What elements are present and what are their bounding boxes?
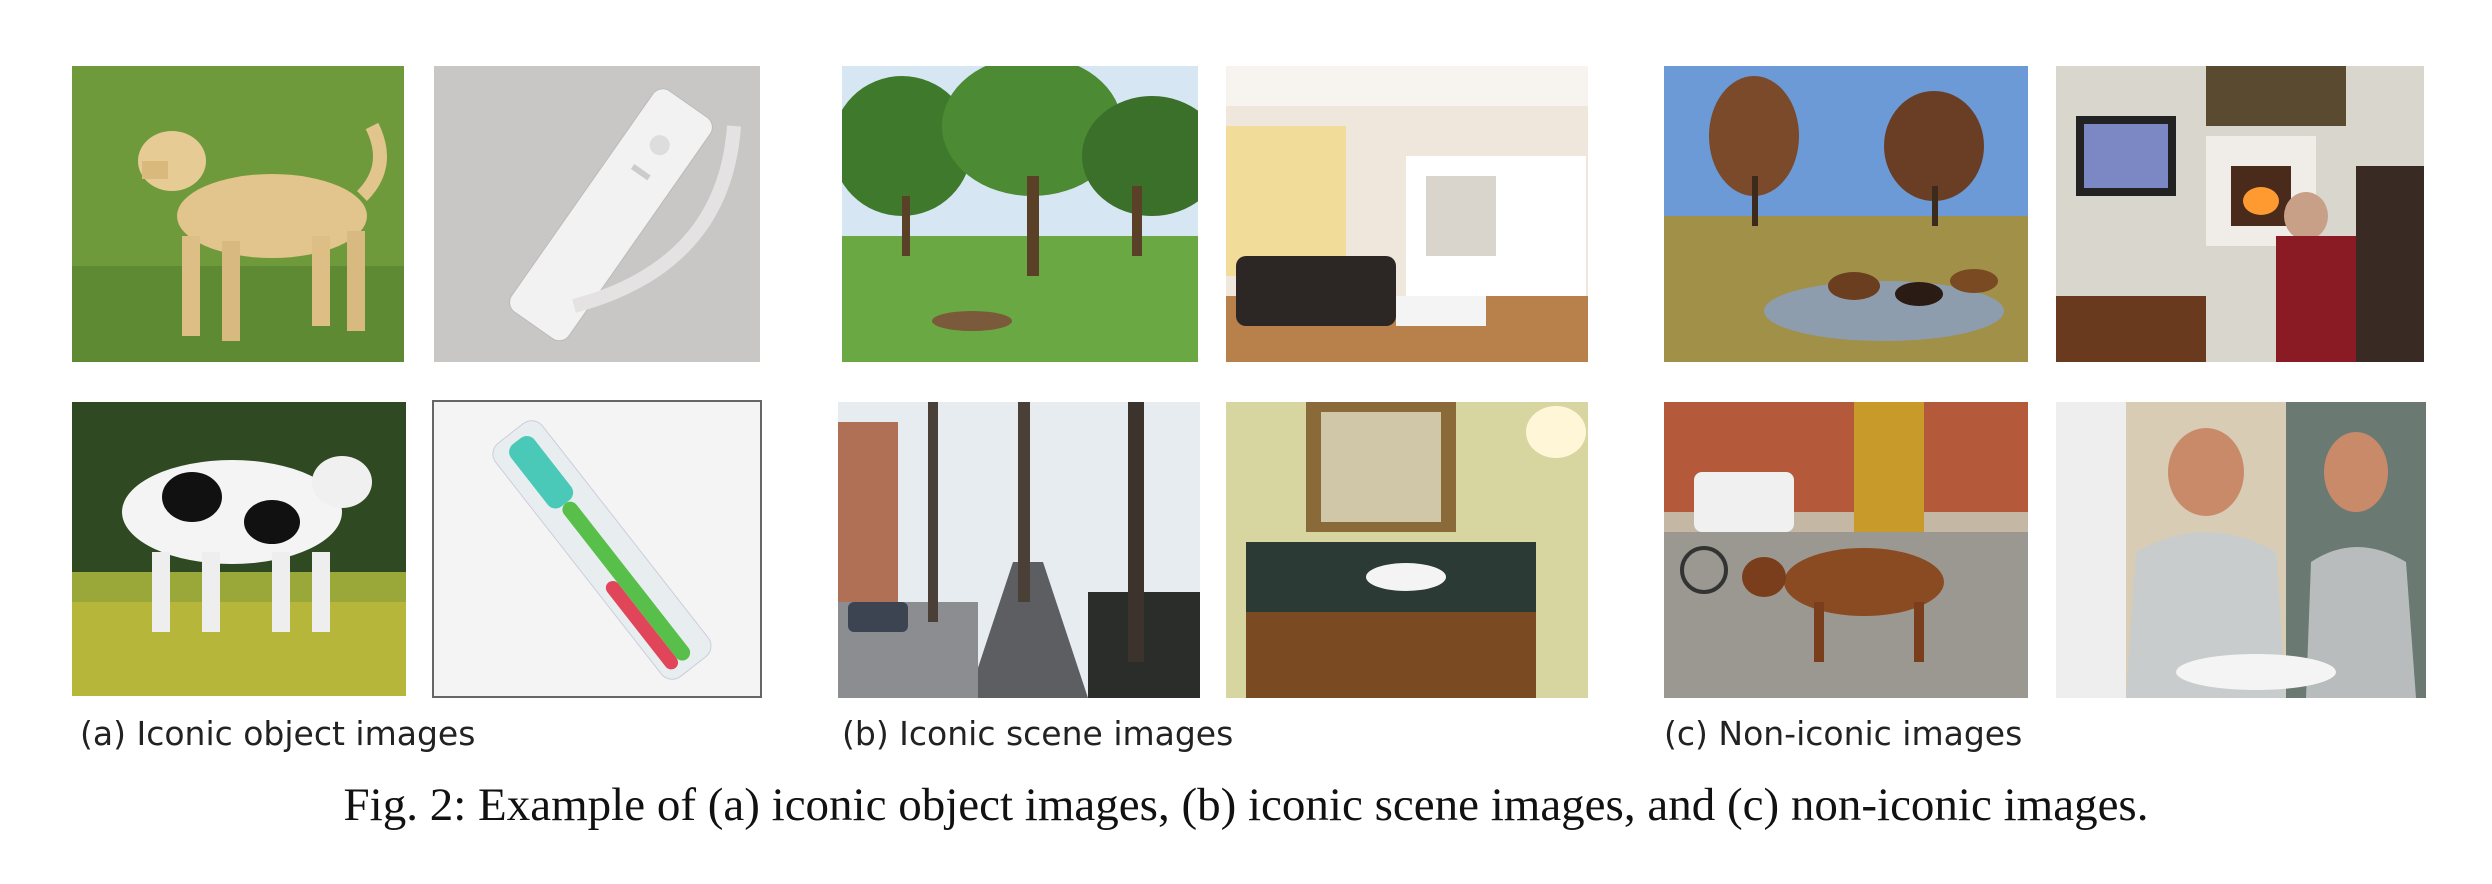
image-tree-lined-street: [838, 402, 1200, 698]
group-c-label: (c) Non-iconic images: [1664, 714, 2023, 753]
group-b-label: (b) Iconic scene images: [842, 714, 1234, 753]
image-cow-on-city-street: [1664, 402, 2028, 698]
image-people-in-living-room: [2056, 66, 2424, 362]
image-dog-on-grass: [72, 66, 404, 362]
figure-caption: Fig. 2: Example of (a) iconic object ima…: [343, 779, 2149, 831]
image-dogs-in-park: [1664, 66, 2028, 362]
image-man-brushing-teeth-mirror: [2056, 402, 2426, 698]
image-cow-in-field: [72, 402, 406, 696]
image-toothbrush-package: [432, 400, 762, 698]
image-park-with-trees: [842, 66, 1198, 362]
image-wii-remote: [434, 66, 760, 362]
image-bathroom-sink: [1226, 402, 1588, 698]
group-a-label: (a) Iconic object images: [80, 714, 476, 753]
image-living-room: [1226, 66, 1588, 362]
